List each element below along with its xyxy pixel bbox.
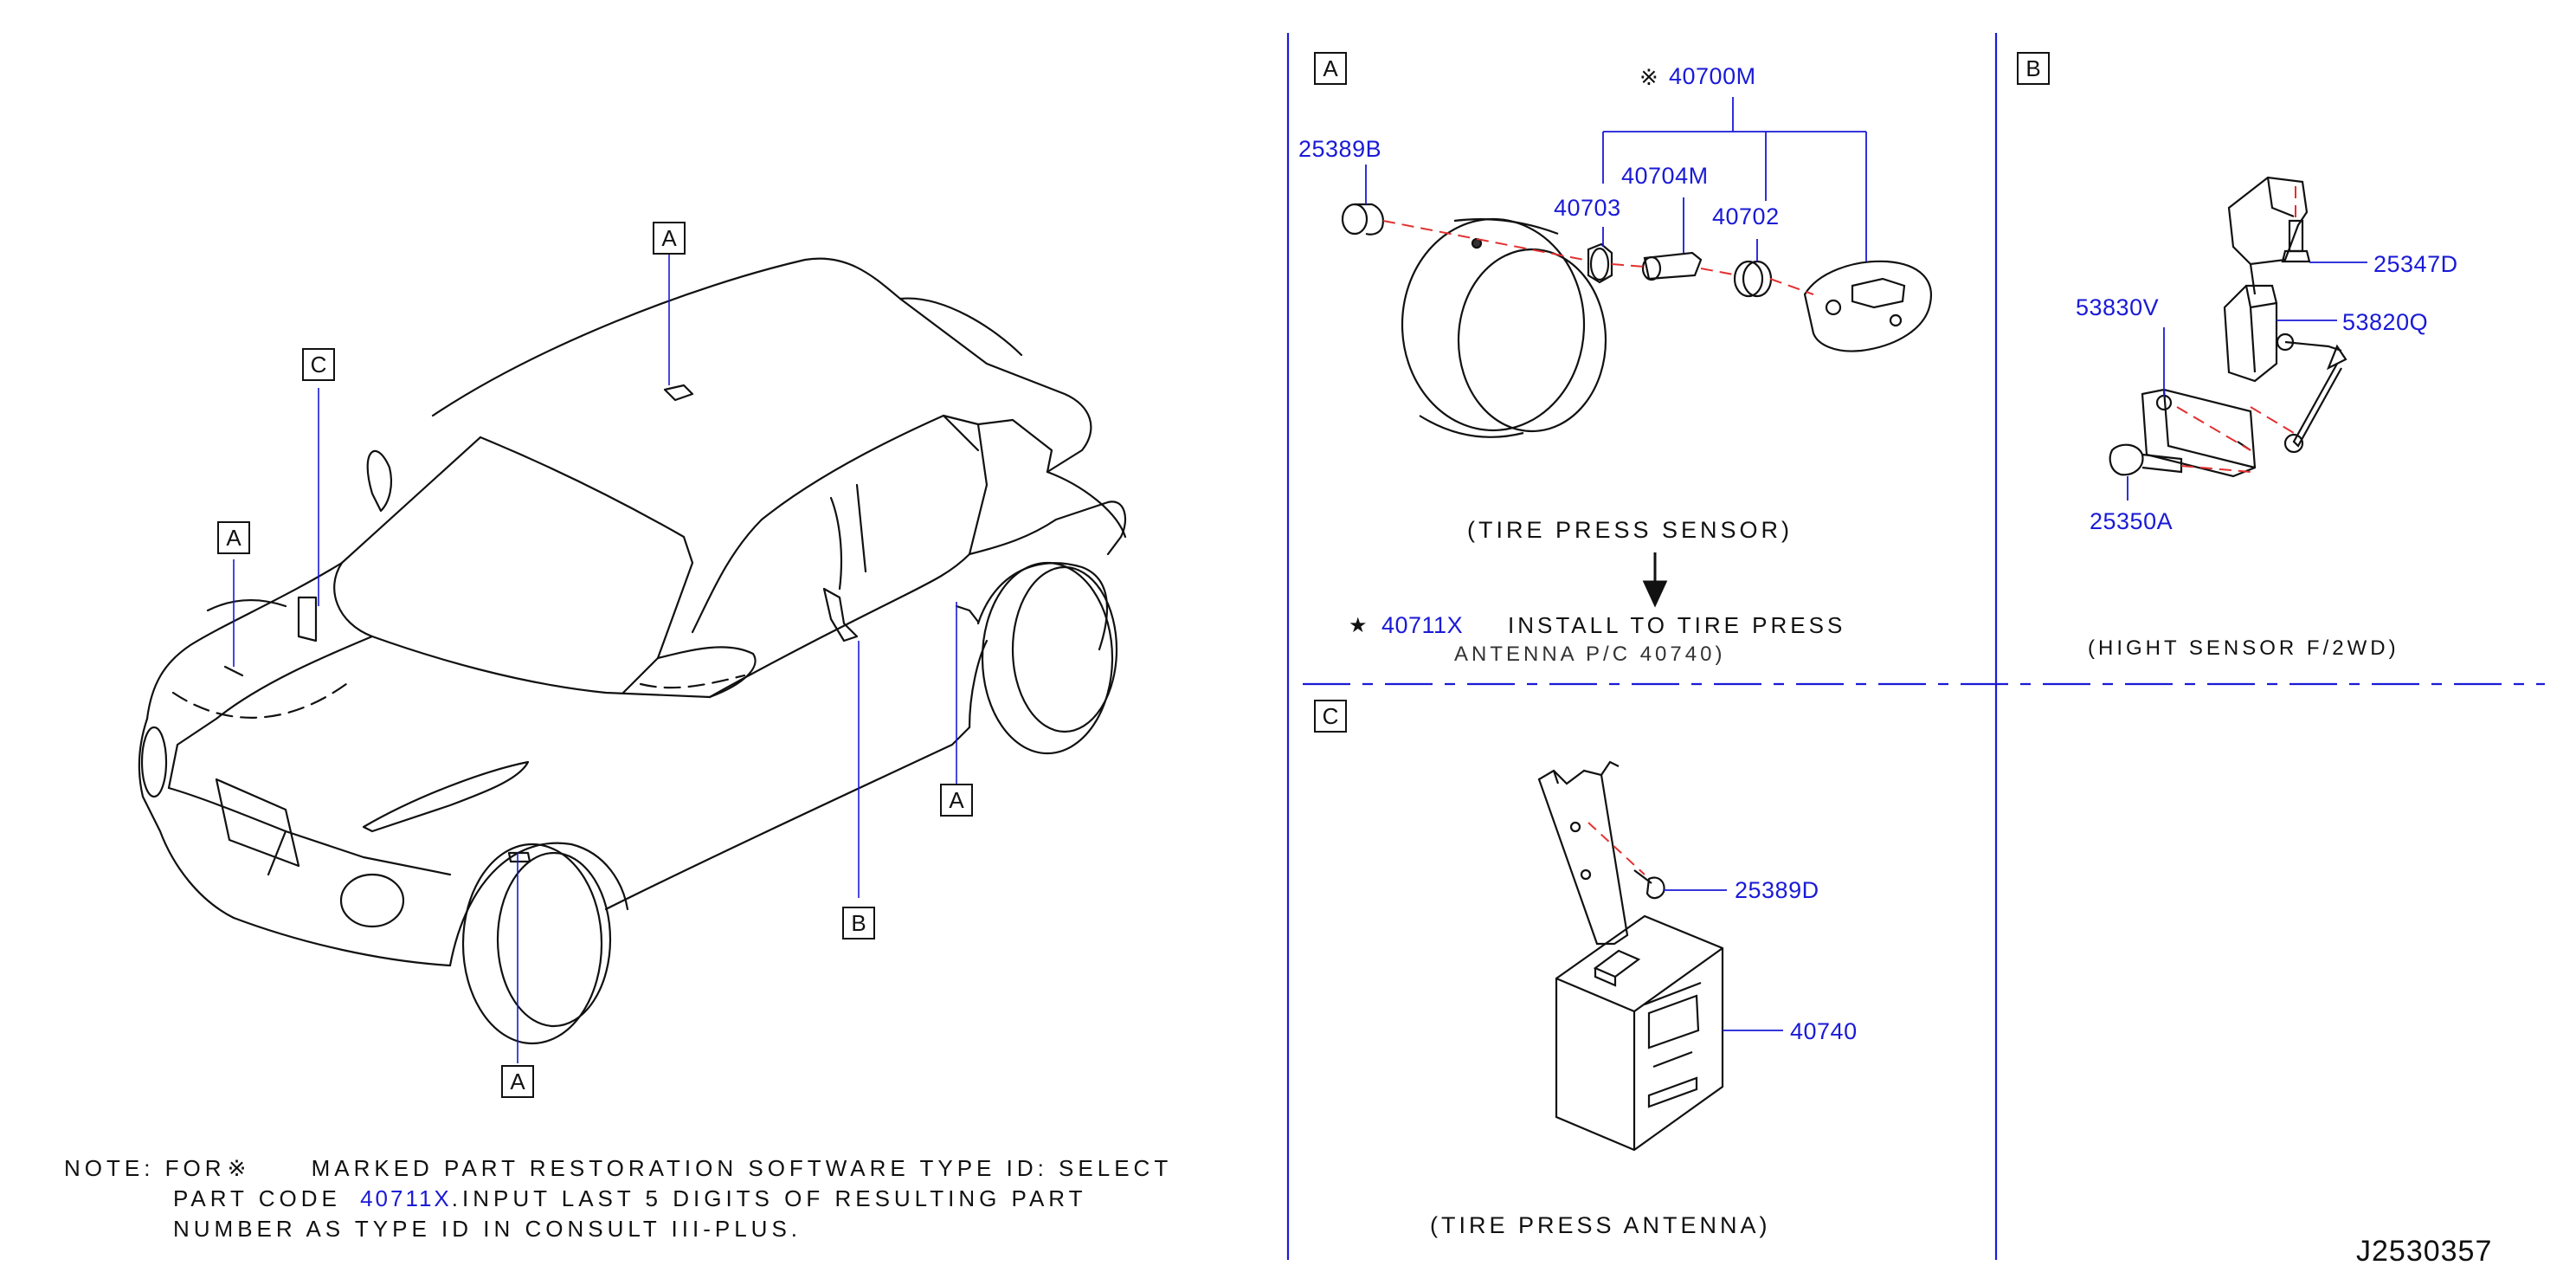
panel-c-caption: (TIRE PRESS ANTENNA) bbox=[1430, 1212, 1771, 1238]
panel-a-caption: (TIRE PRESS SENSOR) bbox=[1467, 517, 1794, 543]
callout-a-front[interactable]: A bbox=[501, 1065, 534, 1098]
height-sensor-illustration bbox=[2109, 176, 2347, 478]
part-40702[interactable]: 40702 bbox=[1712, 203, 1780, 229]
vehicle-illustration bbox=[138, 257, 1127, 1045]
antenna-illustration bbox=[1537, 760, 1724, 1152]
part-40704M[interactable]: 40704M bbox=[1621, 163, 1709, 189]
down-arrow-icon bbox=[1642, 552, 1668, 608]
part-40711X-footnote[interactable]: 40711X bbox=[1381, 612, 1464, 638]
tire-sensor-leaders bbox=[1365, 97, 1867, 262]
part-25350A[interactable]: 25350A bbox=[2090, 508, 2174, 534]
part-25347D[interactable]: 25347D bbox=[2373, 251, 2458, 277]
callout-c[interactable]: C bbox=[302, 348, 335, 381]
part-40703[interactable]: 40703 bbox=[1554, 195, 1621, 221]
part-40711X-note[interactable]: 40711X bbox=[360, 1185, 452, 1211]
height-sensor-axis bbox=[2176, 186, 2296, 473]
star-icon: ★ bbox=[1349, 614, 1368, 637]
panel-b-label: B bbox=[2017, 52, 2050, 85]
callout-b[interactable]: B bbox=[842, 907, 875, 940]
height-sensor-leaders bbox=[2127, 262, 2367, 500]
footnote-line2: ANTENNA P/C 40740) bbox=[1454, 642, 1726, 666]
panel-a-label: A bbox=[1314, 52, 1347, 85]
note-line-1: NOTE: FOR※ MARKED PART RESTORATION SOFTW… bbox=[64, 1155, 1172, 1182]
note-lead: NOTE: FOR bbox=[64, 1155, 226, 1181]
part-25389B[interactable]: 25389B bbox=[1298, 136, 1382, 162]
callout-a-rear[interactable]: A bbox=[940, 784, 973, 817]
note-symbol: ※ bbox=[227, 1155, 251, 1181]
note-line-2-a: PART CODE bbox=[173, 1185, 341, 1211]
car-callout-leaders bbox=[233, 253, 957, 1063]
note-line-2-b: .INPUT LAST 5 DIGITS OF RESULTING PART bbox=[451, 1185, 1087, 1211]
footnote-line1: INSTALL TO TIRE PRESS bbox=[1508, 612, 1846, 638]
callout-a-left[interactable]: A bbox=[217, 521, 250, 554]
panel-b-caption: (HIGHT SENSOR F/2WD) bbox=[2088, 636, 2399, 660]
diagram-reference-id: J2530357 bbox=[2356, 1235, 2493, 1268]
callout-a-roof[interactable]: A bbox=[653, 222, 686, 255]
part-53820Q[interactable]: 53820Q bbox=[2342, 309, 2429, 335]
antenna-leaders bbox=[1664, 889, 1783, 1031]
part-40740[interactable]: 40740 bbox=[1790, 1018, 1858, 1044]
service-symbol: ※ bbox=[1639, 64, 1658, 90]
part-25389D[interactable]: 25389D bbox=[1735, 877, 1819, 903]
panel-dividers bbox=[1286, 33, 2545, 1260]
note-line-3: NUMBER AS TYPE ID IN CONSULT III-PLUS. bbox=[173, 1216, 802, 1242]
note-line-1-text: MARKED PART RESTORATION SOFTWARE TYPE ID… bbox=[311, 1155, 1173, 1181]
part-40700M[interactable]: 40700M bbox=[1669, 63, 1756, 89]
tire-sensor-illustration bbox=[1341, 203, 1932, 438]
antenna-axis bbox=[1587, 822, 1645, 875]
note-line-2: PART CODE 40711X.INPUT LAST 5 DIGITS OF … bbox=[173, 1185, 1086, 1212]
part-53830V[interactable]: 53830V bbox=[2076, 294, 2160, 320]
tire-sensor-axis bbox=[1382, 220, 1814, 295]
panel-c-label: C bbox=[1314, 700, 1347, 733]
